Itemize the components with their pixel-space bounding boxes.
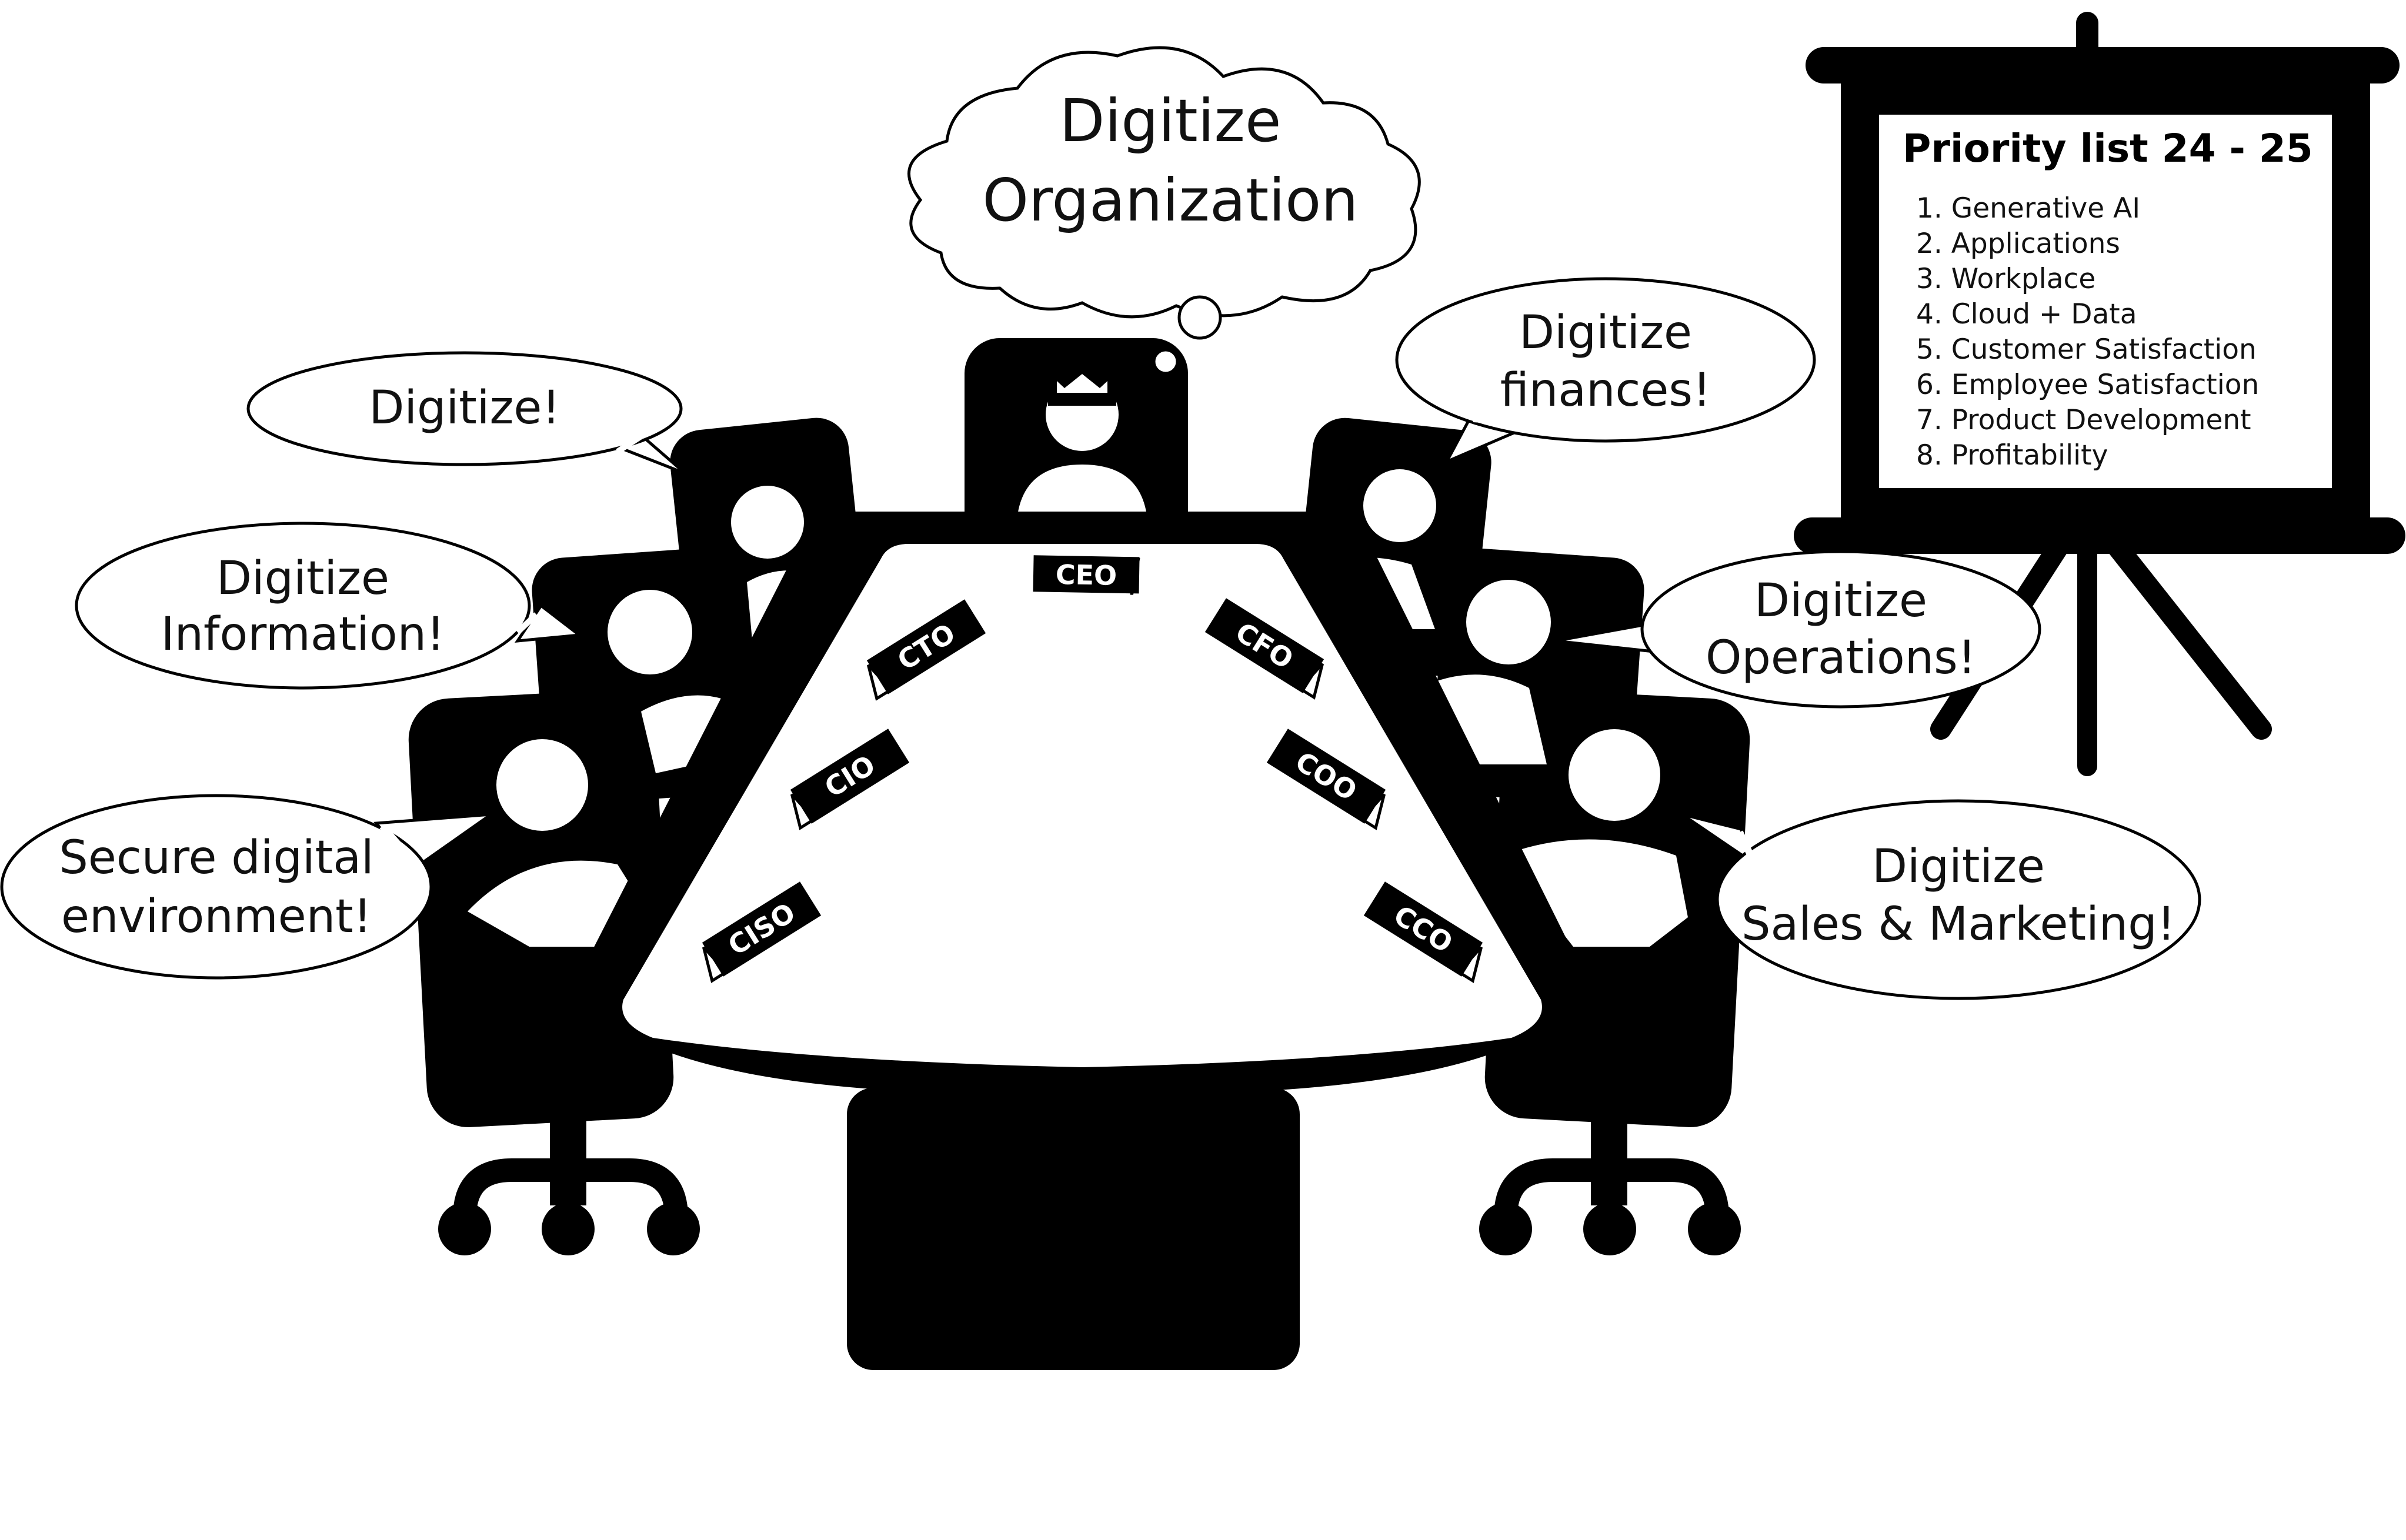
speech-bubble-cco: Digitize Sales & Marketing! — [1681, 799, 2201, 1000]
speech-bubble-ciso: Secure digital environment! — [0, 794, 496, 980]
name-tag-ciso: CISO — [702, 881, 822, 983]
speech-bubble-cio: Digitize Information! — [75, 522, 583, 690]
speech-line-2: environment! — [61, 890, 372, 943]
speech-line-1: Digitize — [1754, 574, 1927, 627]
speech-bubble-cfo: Digitize finances! — [1395, 277, 1816, 465]
table-pedestal — [847, 1088, 1300, 1370]
priority-item: 6. Employee Satisfaction — [1916, 369, 2259, 401]
priority-item: 3. Workplace — [1916, 263, 2095, 295]
speech-line-1: Digitize — [1872, 840, 2045, 893]
speech-line-1: Digitize — [1519, 306, 1692, 359]
priority-item: 1. Generative AI — [1916, 192, 2140, 225]
person-icon — [1503, 729, 1688, 947]
office-chair-icon — [1479, 1088, 1741, 1255]
svg-text:CEO: CEO — [1055, 559, 1117, 592]
speech-bubble-coo: Digitize Operations! — [1555, 550, 2041, 709]
priority-item: 4. Cloud + Data — [1916, 298, 2137, 330]
thought-line-2: Organization — [982, 166, 1358, 235]
priority-item: 2. Applications — [1916, 228, 2120, 260]
speech-bubble-cto: Digitize! — [246, 351, 686, 475]
speech-line-1: Digitize! — [369, 382, 560, 435]
person-icon — [468, 739, 647, 947]
priority-item: 7. Product Development — [1916, 404, 2251, 436]
priority-board-sheet — [1879, 115, 2332, 488]
speech-line-2: finances! — [1500, 364, 1711, 417]
priority-item: 5. Customer Satisfaction — [1916, 333, 2257, 366]
thought-bubble-ceo: Digitize Organization — [907, 46, 1421, 398]
speech-line-2: Operations! — [1706, 632, 1976, 684]
thought-line-1: Digitize — [1059, 86, 1281, 155]
speech-line-1: Digitize — [216, 552, 389, 605]
name-tag-ceo: CEO — [1033, 555, 1140, 595]
priority-list: 1. Generative AI 2. Applications 3. Work… — [1916, 192, 2259, 472]
speech-line-2: Sales & Marketing! — [1741, 898, 2175, 951]
speech-line-2: Information! — [161, 608, 445, 661]
speech-line-1: Secure digital — [59, 831, 373, 884]
priority-item: 8. Profitability — [1916, 439, 2108, 472]
priority-list-title: Priority list 24 - 25 — [1903, 126, 2313, 171]
name-tag-cco: CCO — [1363, 881, 1483, 983]
